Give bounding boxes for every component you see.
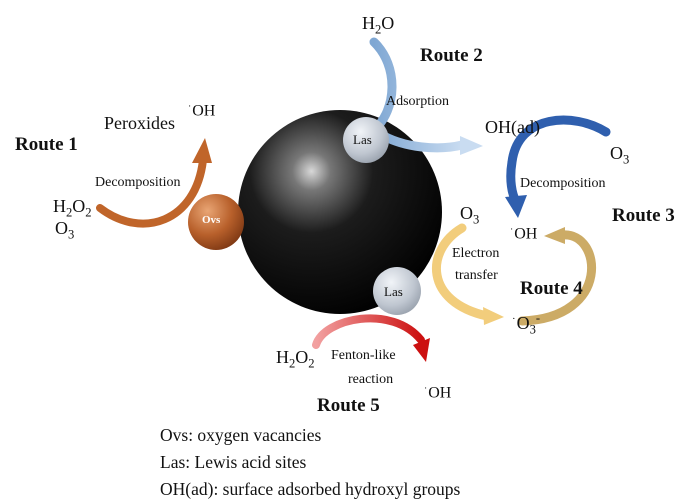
route1-product-peroxides: Peroxides bbox=[104, 113, 175, 133]
radical-dot: · bbox=[424, 383, 428, 394]
route3-arrow bbox=[506, 115, 611, 207]
route2-process-label: Adsorption bbox=[386, 94, 449, 109]
route1-arrowhead bbox=[192, 138, 212, 163]
route5-arrowhead bbox=[413, 338, 430, 362]
radical-dot: · bbox=[510, 224, 514, 235]
route5-process-line1: Fenton-like bbox=[331, 348, 396, 363]
route2-product-ohad: OH(ad) bbox=[485, 117, 540, 137]
las-site-top bbox=[343, 117, 389, 163]
route4-title: Route 4 bbox=[520, 278, 583, 299]
route4-arrowhead-left bbox=[483, 307, 504, 325]
route5-arrow bbox=[312, 314, 425, 349]
route4-product-o3-radical: ·O3- bbox=[512, 311, 541, 337]
route5-product-oh: ·OH bbox=[424, 383, 452, 402]
legend-ohad: OH(ad): surface adsorbed hydroxyl groups bbox=[160, 479, 461, 499]
las-label-top: Las bbox=[353, 132, 372, 147]
radical-dot: · bbox=[188, 101, 192, 112]
route3-reactant-o3: O3 bbox=[610, 143, 630, 167]
route3-title: Route 3 bbox=[612, 205, 675, 226]
route4-process-line2: transfer bbox=[455, 268, 498, 283]
catalyst-particle bbox=[238, 110, 442, 314]
route2-reactant-h2o: H2O bbox=[362, 13, 395, 37]
route3-product-oh: ·OH bbox=[510, 224, 538, 243]
ovs-label: Ovs bbox=[202, 214, 221, 226]
legend-las: Las: Lewis acid sites bbox=[160, 452, 307, 472]
route1-process-label: Decomposition bbox=[95, 175, 181, 190]
legend-ovs: Ovs: oxygen vacancies bbox=[160, 425, 322, 445]
route2-arrowhead bbox=[460, 136, 483, 155]
route4-arrow-left bbox=[432, 223, 492, 321]
route4-process-line1: Electron bbox=[452, 246, 500, 261]
route1-reactant-o3: O3 bbox=[55, 218, 75, 242]
route4-reactant-o3: O3 bbox=[460, 203, 480, 227]
route2-title: Route 2 bbox=[420, 45, 483, 66]
route1-product-oh: ·OH bbox=[188, 101, 216, 120]
route5-process-line2: reaction bbox=[348, 372, 394, 387]
radical-dot: · bbox=[512, 313, 516, 325]
route3-arrowhead bbox=[505, 195, 527, 218]
route3-process-label: Decomposition bbox=[520, 176, 606, 191]
route1-arrow bbox=[96, 156, 207, 228]
route1-reactant-h2o2: H2O2 bbox=[53, 196, 92, 220]
route5-reactant-h2o2: H2O2 bbox=[276, 347, 315, 371]
route5-title: Route 5 bbox=[317, 395, 380, 416]
ovs-site bbox=[188, 194, 244, 250]
las-label-bottom: Las bbox=[384, 284, 403, 299]
route1-title: Route 1 bbox=[15, 134, 78, 155]
route4-arrow-right bbox=[517, 230, 596, 326]
route4-arrowhead-right bbox=[544, 227, 565, 244]
las-site-bottom bbox=[373, 267, 421, 315]
